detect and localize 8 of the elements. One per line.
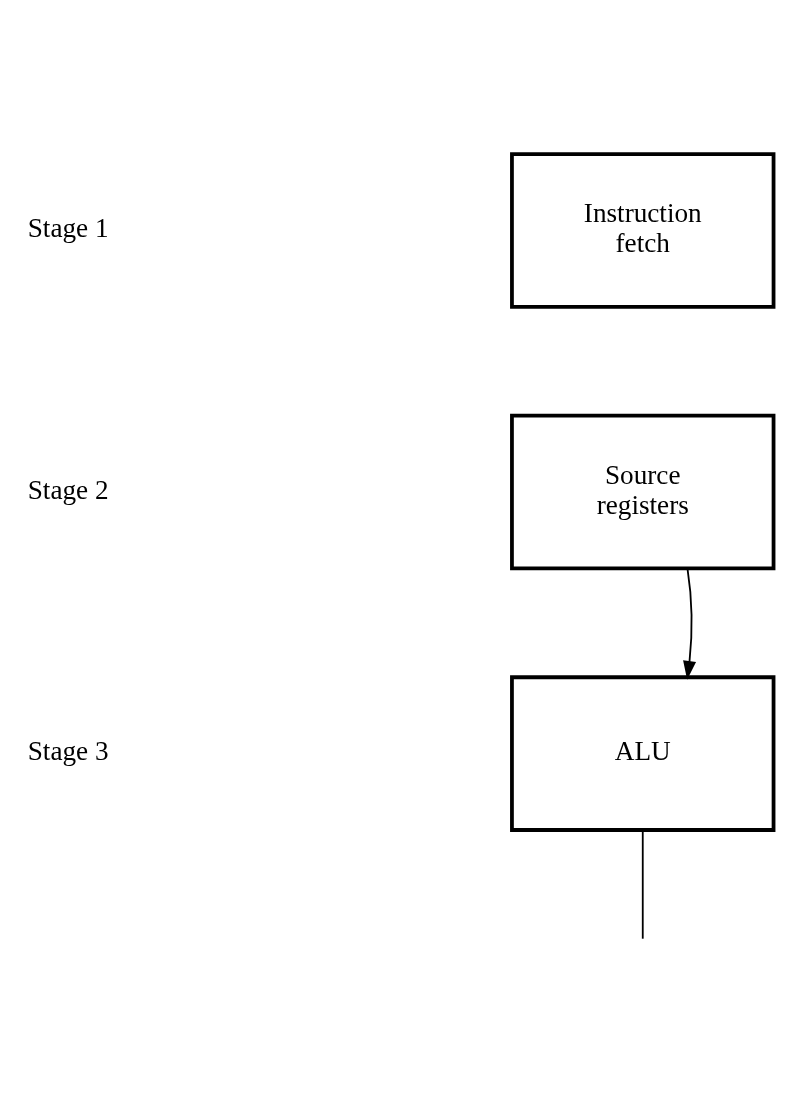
node-box: Instruction fetch <box>510 152 776 309</box>
label: Stage 2 <box>27 474 109 505</box>
arrow <box>683 568 697 680</box>
label: Stage 3 <box>27 736 109 767</box>
node-box: Source registers <box>510 413 776 571</box>
connector <box>641 829 644 940</box>
label: Stage 1 <box>27 213 109 244</box>
node-box: ALU <box>510 675 776 832</box>
